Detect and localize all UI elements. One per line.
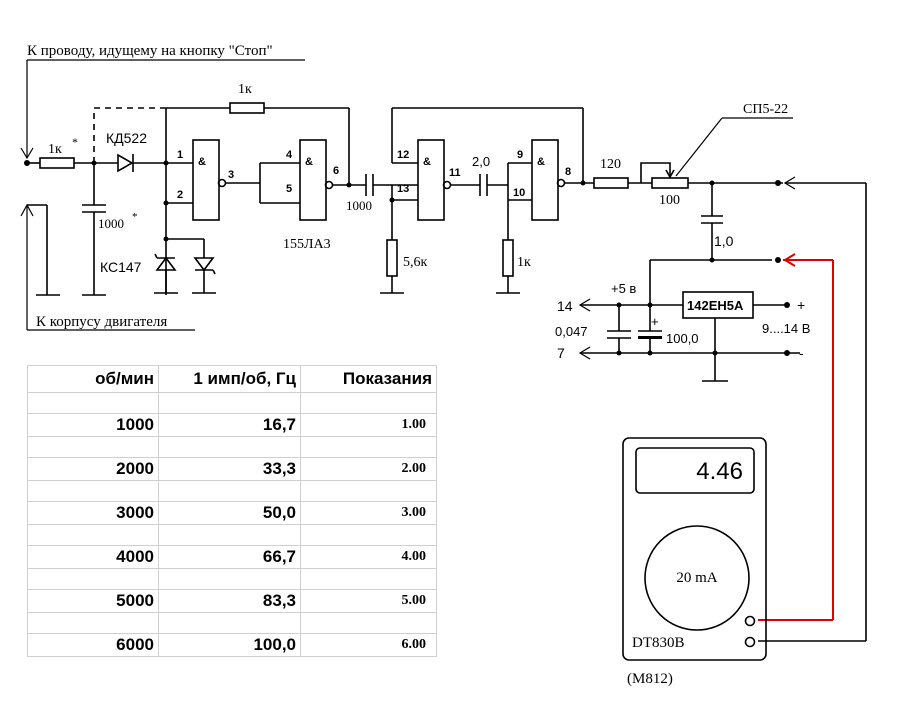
feedback-resistor-label: 1к bbox=[238, 82, 252, 97]
capacitor-100-0-label: 100,0 bbox=[666, 331, 699, 346]
input-capacitor-star: * bbox=[132, 211, 138, 223]
svg-text:8: 8 bbox=[565, 166, 571, 178]
multimeter-model: DT830B bbox=[632, 635, 685, 651]
multimeter-reading: 4.46 bbox=[696, 458, 743, 485]
svg-text:1: 1 bbox=[177, 149, 183, 161]
multimeter-range-dial[interactable] bbox=[644, 525, 750, 631]
svg-text:10: 10 bbox=[513, 187, 525, 199]
supply-minus: - bbox=[799, 345, 804, 361]
table-header: Показания bbox=[300, 365, 437, 393]
input-resistor-star: * bbox=[72, 135, 78, 149]
trimmer-pot-value: 100 bbox=[659, 193, 680, 208]
multimeter-com-jack[interactable] bbox=[744, 636, 756, 648]
table-row: 4000 66,7 4.00 bbox=[27, 545, 437, 569]
supply-plus: + bbox=[797, 297, 805, 313]
trimmer-pot-label: СП5-22 bbox=[743, 102, 788, 117]
pin7-label: 7 bbox=[557, 345, 565, 361]
nand-gate-3 bbox=[417, 139, 445, 221]
multimeter-range-label: 20 mA bbox=[676, 570, 717, 586]
svg-text:11: 11 bbox=[449, 167, 461, 179]
coupling-capacitor-2-0-label: 2,0 bbox=[472, 154, 490, 169]
table-header: об/мин bbox=[27, 365, 159, 393]
capacitor-plus: + bbox=[651, 314, 659, 329]
svg-text:13: 13 bbox=[397, 183, 409, 195]
resistor-120 bbox=[593, 177, 629, 189]
nand-gate-4 bbox=[531, 139, 559, 221]
svg-text:&: & bbox=[537, 156, 545, 168]
multimeter-display bbox=[635, 447, 755, 494]
table-row: 6000 100,0 6.00 bbox=[27, 633, 437, 657]
svg-text:&: & bbox=[198, 156, 206, 168]
table-row: 1000 16,7 1.00 bbox=[27, 413, 437, 437]
multimeter-alt-model: (M812) bbox=[627, 671, 673, 687]
input-resistor-1k bbox=[39, 157, 75, 169]
svg-text:9: 9 bbox=[517, 149, 523, 161]
zener-diode-2-icon bbox=[193, 257, 215, 272]
multimeter-body bbox=[622, 437, 767, 661]
engine-body-label: К корпусу двигателя bbox=[36, 314, 167, 330]
coupling-capacitor-label: 1000 bbox=[346, 198, 372, 213]
multimeter-ma-jack[interactable] bbox=[744, 615, 756, 627]
svg-text:12: 12 bbox=[397, 149, 409, 161]
diode-icon bbox=[117, 153, 134, 173]
stop-wire-arrow-icon bbox=[20, 147, 34, 160]
svg-text:&: & bbox=[423, 156, 431, 168]
optional-jumper-dashed bbox=[93, 107, 166, 163]
svg-text:6: 6 bbox=[333, 165, 339, 177]
input-capacitor-label: 1000 bbox=[98, 216, 124, 231]
svg-text:5: 5 bbox=[286, 183, 292, 195]
nand-gate-1 bbox=[192, 139, 220, 221]
resistor-120-label: 120 bbox=[600, 157, 621, 172]
table-row: 3000 50,0 3.00 bbox=[27, 501, 437, 525]
calibration-table: об/мин 1 имп/об, Гц Показания 1000 16,7 … bbox=[27, 365, 437, 657]
capacitor-1-0-label: 1,0 bbox=[714, 233, 734, 249]
svg-text:3: 3 bbox=[228, 169, 234, 181]
plus5-label: +5 в bbox=[611, 281, 636, 296]
svg-text:4: 4 bbox=[286, 149, 293, 161]
resistor-5-6k-label: 5,6к bbox=[403, 255, 428, 270]
feedback-resistor-1k bbox=[229, 102, 265, 114]
resistor-1k-gate4-label: 1к bbox=[517, 255, 531, 270]
svg-text:&: & bbox=[305, 156, 313, 168]
table-row: 5000 83,3 5.00 bbox=[27, 589, 437, 613]
regulator-label: 142ЕН5А bbox=[687, 298, 744, 313]
svg-text:2: 2 bbox=[177, 189, 183, 201]
zener-label: КС147 bbox=[100, 259, 142, 275]
supply-range: 9....14 В bbox=[762, 321, 810, 336]
capacitor-0-047-label: 0,047 bbox=[555, 324, 588, 339]
resistor-5-6k bbox=[386, 239, 398, 277]
diode-label: КД522 bbox=[106, 130, 147, 146]
stop-wire-label: К проводу, идущему на кнопку "Стоп" bbox=[27, 43, 273, 59]
trimmer-pot-sp5-22 bbox=[651, 177, 689, 189]
nand-gate-2 bbox=[299, 139, 327, 221]
resistor-1k-gate4 bbox=[502, 239, 514, 277]
pin14-label: 14 bbox=[557, 298, 573, 314]
ic-name-label: 155ЛА3 bbox=[283, 237, 331, 252]
table-row: 2000 33,3 2.00 bbox=[27, 457, 437, 481]
input-resistor-label: 1к bbox=[48, 142, 62, 157]
table-header: 1 имп/об, Гц bbox=[158, 365, 301, 393]
